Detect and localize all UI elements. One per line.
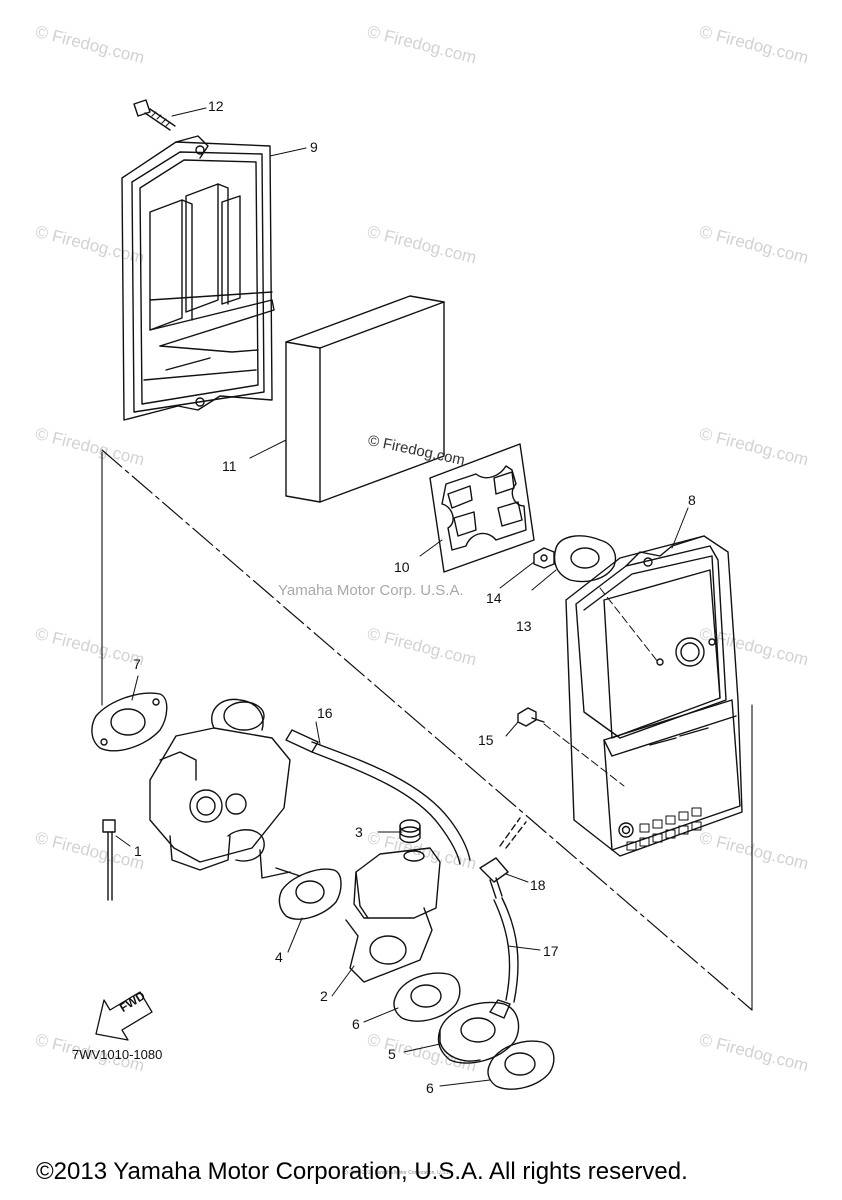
callout-5: 5 (388, 1046, 396, 1062)
gasket-6-lower (487, 1040, 555, 1090)
gasket-7 (91, 692, 168, 752)
insulator-5 (437, 1001, 520, 1064)
grommet-3 (399, 819, 421, 844)
gasket-4 (278, 868, 342, 920)
callout-9: 9 (310, 139, 318, 155)
bolt-15 (517, 707, 545, 727)
callout-2: 2 (320, 988, 328, 1004)
air-filter-cover-9 (121, 135, 275, 421)
fwd-arrow-icon (95, 991, 153, 1041)
copyright-footer: ©2013 Yamaha Motor Corporation, U.S.A. A… (36, 1158, 688, 1185)
gasket-13 (553, 535, 617, 583)
callout-13: 13 (516, 618, 532, 634)
cable-tie-1 (102, 819, 116, 901)
callout-10: 10 (394, 559, 410, 575)
assembly-boundary-line (101, 449, 753, 1011)
callout-16: 16 (317, 705, 333, 721)
callout-7: 7 (133, 656, 141, 672)
tiny-copyright: (c) 2005-2015 Yamaha Motor Corporation, … (342, 1170, 452, 1176)
filter-element-11 (285, 295, 445, 503)
joint-2 (345, 847, 441, 983)
nut-14 (533, 547, 555, 569)
vacuum-hose-17 (489, 897, 519, 1019)
diagram-code: 7WV1010-1080 (72, 1047, 163, 1062)
callout-17: 17 (543, 943, 559, 959)
leader-dashed (543, 723, 625, 787)
callout-3: 3 (355, 824, 363, 840)
callout-12: 12 (208, 98, 224, 114)
callout-8: 8 (688, 492, 696, 508)
gasket-10 (429, 443, 535, 573)
fitting-18 (479, 817, 527, 899)
bolt-12 (133, 99, 176, 131)
callout-15: 15 (478, 732, 494, 748)
callout-14: 14 (486, 590, 502, 606)
callout-6: 6 (426, 1080, 434, 1096)
leader-lines (115, 107, 689, 1087)
breather-hose-16 (285, 729, 471, 865)
gasket-6-upper (393, 972, 461, 1022)
leader-dashed (599, 587, 659, 663)
carburetor (149, 698, 301, 879)
air-filter-case-8 (565, 535, 743, 857)
callout-6: 6 (352, 1016, 360, 1032)
callout-11: 11 (222, 458, 237, 474)
callout-18: 18 (530, 877, 546, 893)
callout-4: 4 (275, 949, 283, 965)
callout-1: 1 (134, 843, 142, 859)
center-watermark: Yamaha Motor Corp. U.S.A. (278, 582, 464, 599)
